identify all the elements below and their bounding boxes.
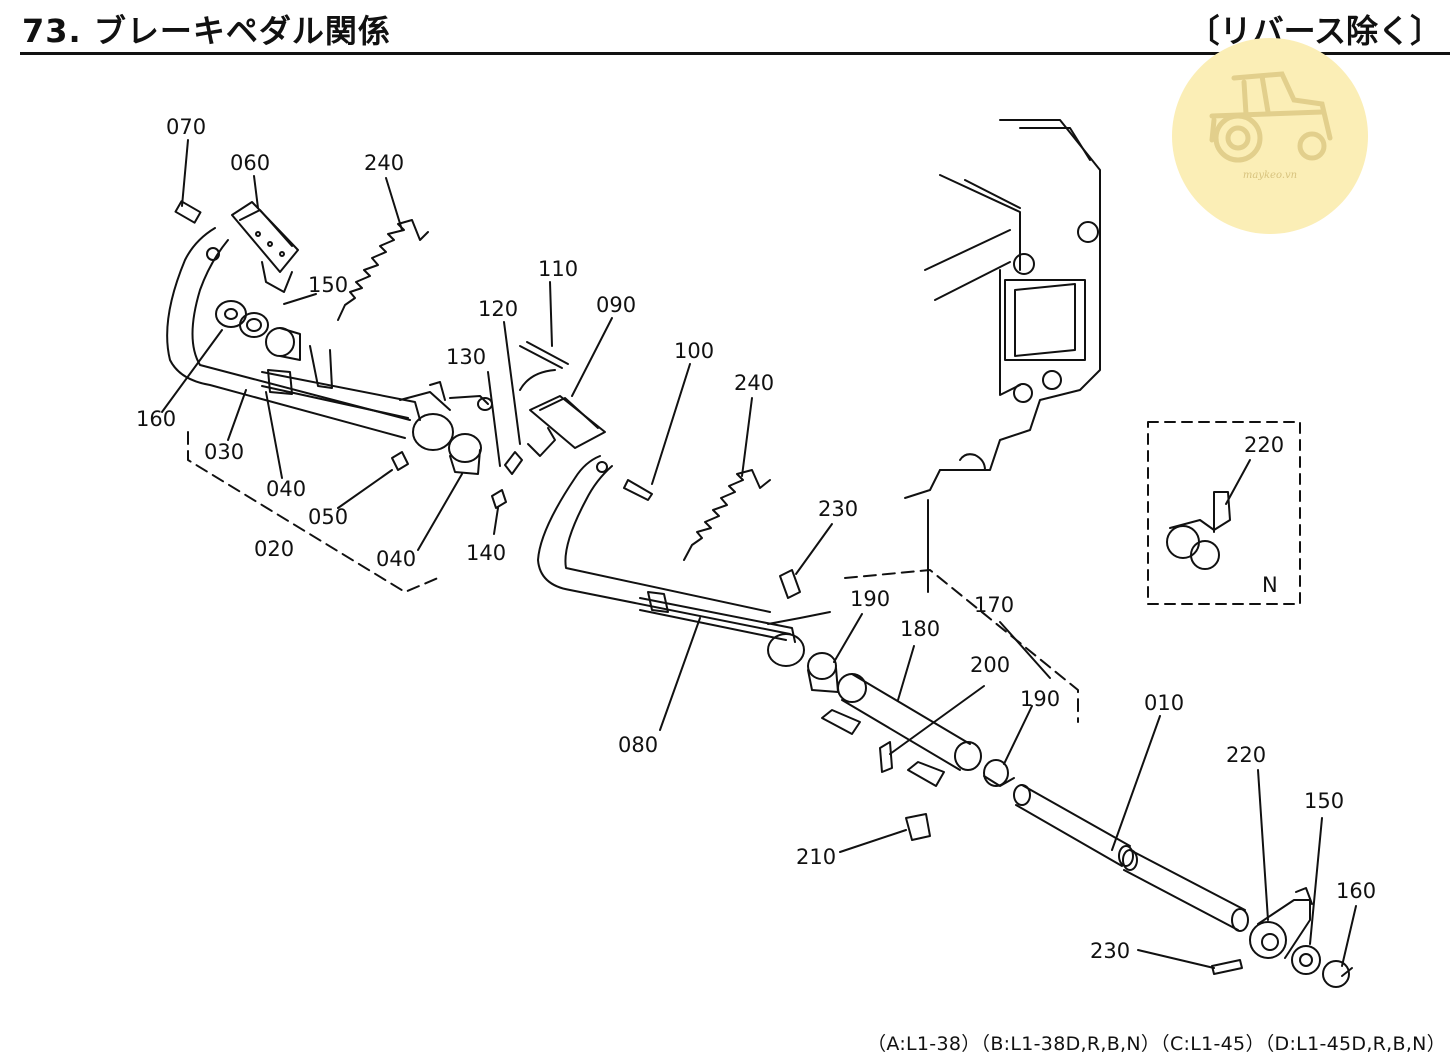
callout-020: 020 (254, 537, 294, 561)
callout-200: 200 (970, 653, 1010, 677)
callout-050: 050 (308, 505, 348, 529)
callout-240-right: 240 (734, 371, 774, 395)
tractor-icon (1209, 71, 1333, 163)
callout-130: 130 (446, 345, 486, 369)
bushing-040 (448, 433, 482, 475)
watermark-logo: maykeo.vn (1172, 38, 1368, 234)
callout-180: 180 (900, 617, 940, 641)
callout-150-top: 150 (308, 273, 348, 297)
return-spring-right (683, 469, 771, 561)
callout-040-upper: 040 (266, 477, 306, 501)
title-note: 〔リバース除く〕 (1187, 12, 1442, 50)
callout-220-bottom: 220 (1226, 743, 1266, 767)
callout-190-bottom: 190 (1020, 687, 1060, 711)
callout-240-left: 240 (364, 151, 404, 175)
callout-100: 100 (674, 339, 714, 363)
callout-230-bottom: 230 (1090, 939, 1130, 963)
left-brake-pedal (166, 200, 493, 451)
washer-bushing-left (215, 300, 301, 361)
model-applicability-note: （A:L1-38）（B:L1-38D,R,B,N）（C:L1-45）（D:L1-… (867, 1033, 1446, 1055)
callout-220-inset: 220 (1244, 433, 1284, 457)
callout-070: 070 (166, 115, 206, 139)
callout-080: 080 (618, 733, 658, 757)
page-title: 73. ブレーキペダル関係 (22, 12, 391, 50)
collar-variant-N (1166, 491, 1231, 570)
callout-230-top: 230 (818, 497, 858, 521)
cross-shaft-assembly (807, 652, 1015, 787)
callout-120: 120 (478, 297, 518, 321)
callout-N: N (1262, 573, 1278, 597)
transmission-housing (904, 119, 1101, 593)
callout-090: 090 (596, 293, 636, 317)
return-spring-left (337, 219, 429, 321)
callout-030: 030 (204, 440, 244, 464)
inset-variant-N (1147, 421, 1301, 605)
title-underline (20, 52, 1450, 55)
right-brake-pedal (537, 455, 831, 667)
callout-040-lower: 040 (376, 547, 416, 571)
pedal-pad-left (231, 201, 299, 293)
callout-190-top: 190 (850, 587, 890, 611)
callout-010: 010 (1144, 691, 1184, 715)
pedal-shaft (1013, 784, 1249, 932)
callout-110: 110 (538, 257, 578, 281)
callout-160-bottom: 160 (1336, 879, 1376, 903)
pedal-pad-right (504, 341, 606, 475)
callout-210: 210 (796, 845, 836, 869)
collar-220 (1249, 887, 1313, 959)
callout-140: 140 (466, 541, 506, 565)
callout-150-bottom: 150 (1304, 789, 1344, 813)
callout-170: 170 (974, 593, 1014, 617)
callout-060: 060 (230, 151, 270, 175)
watermark-text: maykeo.vn (1242, 170, 1298, 181)
callout-160-top: 160 (136, 407, 176, 431)
